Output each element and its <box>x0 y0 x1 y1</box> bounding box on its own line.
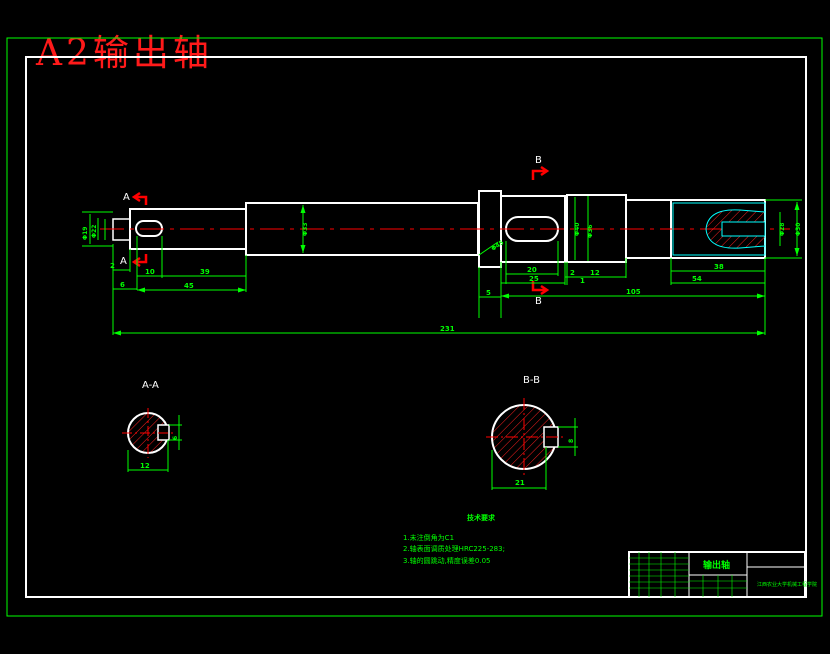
dim-phi-40: Φ40 <box>574 223 581 236</box>
dim-phi-mid: Φ33 <box>302 223 309 236</box>
dim-54: 54 <box>692 275 702 283</box>
sheet-title: A2输出轴 <box>36 33 213 74</box>
dim-aa-key: 6 <box>172 436 179 440</box>
dimension-lines <box>82 196 802 335</box>
section-aa-view: 12 6 <box>122 408 182 472</box>
dim-39: 39 <box>200 268 210 276</box>
part-name: 输出轴 <box>703 559 730 571</box>
dim-5: 5 <box>486 289 491 297</box>
dimension-arrows <box>113 202 800 336</box>
dim-1: 1 <box>580 277 585 285</box>
notes-line-1: 1.未注倒角为C1 <box>403 533 454 542</box>
organization: 江西农业大学机械工程学院 <box>757 581 817 588</box>
section-bb-label: B-B <box>523 375 540 386</box>
dimension-texts: 2 10 39 6 45 5 20 25 1 2 12 105 38 54 23… <box>110 262 724 333</box>
dim-20: 20 <box>527 266 537 274</box>
dim-10: 10 <box>145 268 155 276</box>
marker-b-top: B <box>535 155 542 166</box>
technical-notes: 技术要求 1.未注倒角为C1 2.轴表面调质处理HRC225-283; 3.轴的… <box>403 513 505 565</box>
dim-2b: 2 <box>570 269 575 277</box>
dim-12b: 12 <box>590 269 600 277</box>
center-hole-detail <box>672 202 766 256</box>
title-block: 输出轴 江西农业大学机械工程学院 <box>628 551 817 598</box>
dim-phi-45: Φ45 <box>490 239 505 252</box>
section-aa-label: A-A <box>142 380 159 391</box>
dim-6: 6 <box>120 281 125 289</box>
notes-line-2: 2.轴表面调质处理HRC225-283; <box>403 544 505 553</box>
dim-45: 45 <box>184 282 194 290</box>
dim-bb-width: 21 <box>515 479 525 487</box>
dim-38: 38 <box>714 263 724 271</box>
dim-phi-28: Φ28 <box>779 223 786 236</box>
dim-25: 25 <box>529 275 539 283</box>
dim-231: 231 <box>440 325 455 333</box>
dim-105: 105 <box>626 288 641 296</box>
section-bb-view: 21 8 <box>486 398 578 490</box>
notes-line-3: 3.轴的圆跳动,精度误差0.05 <box>403 556 491 565</box>
marker-b-bottom: B <box>535 296 542 307</box>
marker-a-top: A <box>123 192 130 203</box>
outer-frame <box>6 37 823 617</box>
dim-aa-width: 12 <box>140 462 150 470</box>
dim-phi-left: Φ19 <box>82 227 89 240</box>
dim-phi-30: Φ30 <box>795 223 802 236</box>
dim-2: 2 <box>110 262 115 270</box>
dim-bb-key: 8 <box>568 439 575 443</box>
diameter-texts: Φ19 Φ22 Φ33 Φ45 Φ40 Φ36 Φ28 Φ30 <box>82 223 802 253</box>
dim-phi-left2: Φ22 <box>91 225 98 238</box>
marker-a-bottom: A <box>120 256 127 267</box>
dim-phi-36: Φ36 <box>587 225 594 238</box>
notes-heading: 技术要求 <box>467 513 496 522</box>
inner-frame <box>25 56 807 598</box>
section-markers <box>131 165 550 296</box>
